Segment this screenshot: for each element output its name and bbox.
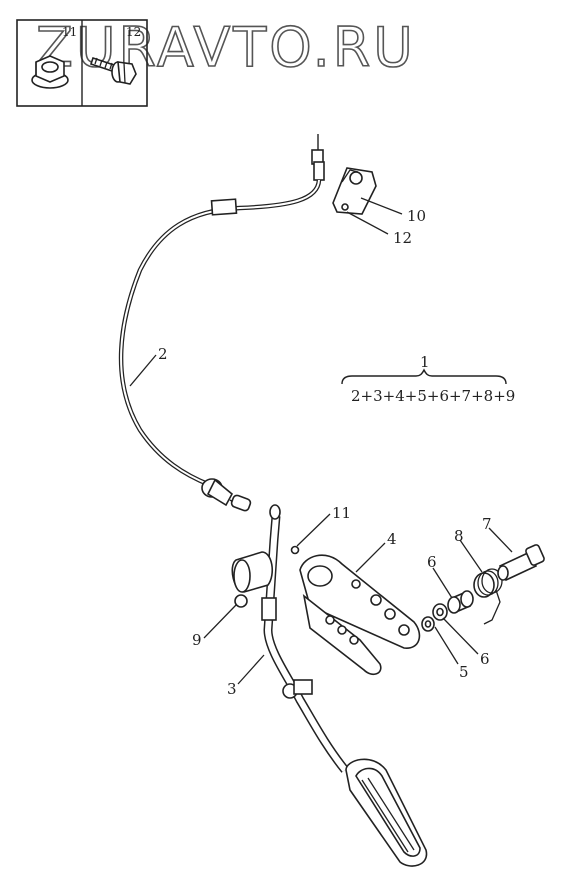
collar (432, 603, 448, 621)
flange-bolt-icon (89, 56, 137, 85)
callout-6-upper: 6 (427, 553, 437, 571)
callout-6-lower: 6 (480, 650, 490, 668)
sleeve (447, 590, 474, 614)
bushing (421, 616, 435, 632)
flange-nut-icon (31, 55, 69, 89)
throttle-cable (118, 134, 325, 512)
callout-4: 4 (387, 530, 397, 548)
accelerator-pedal-arm (231, 504, 349, 773)
assembly-number: 1 (420, 353, 430, 371)
assembly-brace (341, 368, 507, 385)
leader-lines (129, 197, 513, 685)
assembly-formula: 2+3+4+5+6+7+8+9 (351, 387, 515, 405)
pedal-bracket (299, 554, 421, 676)
watermark-text: ZURAVTO.RU (36, 16, 416, 79)
callout-8: 8 (454, 527, 464, 545)
washer (234, 594, 248, 608)
inset-label-left: 11 (62, 25, 77, 39)
inset-label-right: 12 (126, 25, 141, 39)
callout-12: 12 (393, 229, 412, 247)
callout-9: 9 (192, 631, 202, 649)
return-spring (473, 568, 503, 625)
ball (290, 545, 300, 555)
cable-bracket (332, 167, 377, 215)
callout-11: 11 (332, 504, 351, 522)
pivot-pin (497, 544, 545, 582)
inset-box: 11 12 (16, 19, 148, 107)
callout-2: 2 (158, 345, 168, 363)
callout-7: 7 (482, 515, 492, 533)
callout-5: 5 (459, 663, 469, 681)
callout-3: 3 (227, 680, 237, 698)
callout-10: 10 (407, 207, 426, 225)
pedal-pad (345, 758, 428, 867)
